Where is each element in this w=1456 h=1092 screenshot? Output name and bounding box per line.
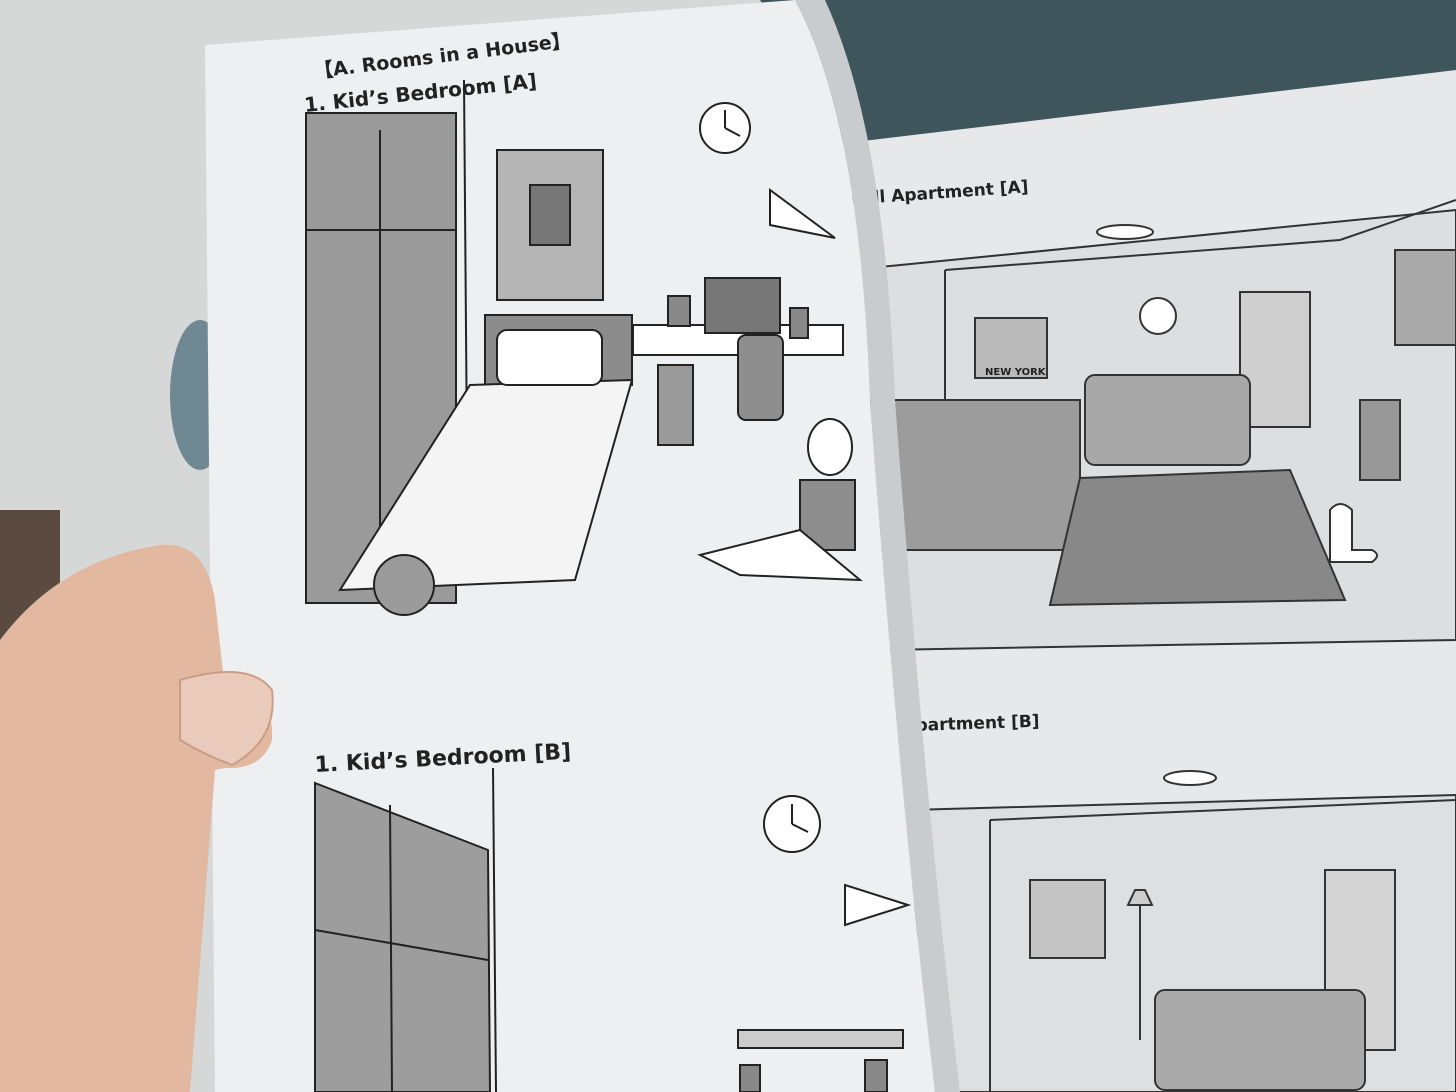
- page-curl-shadow: [795, 0, 960, 1092]
- sofa: [1084, 374, 1251, 466]
- desk-chair: [1359, 399, 1401, 481]
- bedroom-b-illustration: [314, 767, 912, 1092]
- door: [1239, 291, 1311, 428]
- ny-poster-text: NEW YORK: [985, 367, 1047, 378]
- boy-head: [807, 418, 853, 476]
- ny-poster: [974, 317, 1048, 379]
- clock-icon: [1139, 297, 1177, 335]
- monitor: [704, 277, 781, 334]
- speaker-b: [739, 1064, 761, 1092]
- speaker-b: [864, 1059, 888, 1092]
- pennant-icon: [769, 188, 836, 239]
- pillow: [496, 329, 603, 386]
- speaker: [789, 307, 809, 339]
- thumbnail: [179, 671, 274, 767]
- wardrobe-b: [314, 781, 492, 1092]
- apartment-b-illustration: [908, 770, 1456, 1092]
- cat-icon: [1329, 503, 1378, 563]
- pennant-icon: [844, 883, 912, 927]
- dark-backdrop: [760, 0, 1456, 150]
- bed-apartment: [869, 399, 1081, 551]
- apartment-a-illustration: [848, 199, 1456, 652]
- ny-poster-b: [1029, 879, 1106, 959]
- bed: [338, 378, 634, 592]
- pc-tower: [657, 364, 694, 446]
- speaker: [667, 295, 691, 327]
- bedroom-a-illustration: [305, 79, 863, 616]
- chair: [737, 334, 784, 421]
- sofa-b: [1154, 989, 1366, 1091]
- basketball-icon: [373, 554, 435, 616]
- boy-legs: [697, 528, 863, 582]
- hex-rug: [1048, 468, 1347, 607]
- shelf-b: [737, 1029, 904, 1049]
- notice-board: [1394, 249, 1456, 346]
